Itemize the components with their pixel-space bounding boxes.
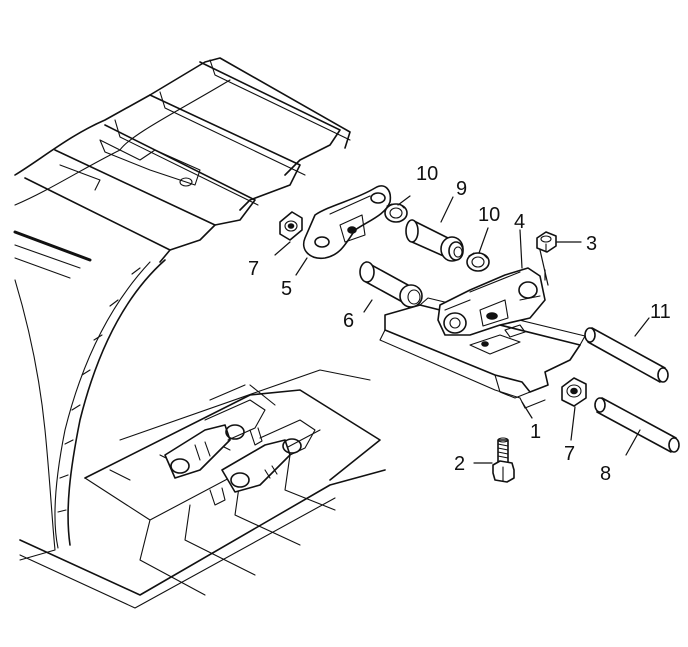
track-assembly-drawing [13,57,386,609]
callout-1: 1 [530,421,541,443]
callout-6: 6 [343,310,354,332]
part-3-nut [536,231,557,253]
callout-8: 8 [600,463,611,485]
leader-lines [274,195,650,464]
callout-11: 11 [650,301,671,323]
callout-5: 5 [281,278,292,300]
part-9-bushing [405,219,464,262]
part-5-link-plate [303,185,392,260]
callout-9: 9 [456,178,467,200]
callout-3: 3 [586,233,597,255]
part-6-pin [359,261,423,308]
part-8-pin [594,397,680,453]
part-2-bolt [492,437,515,483]
callout-2: 2 [454,453,465,475]
callout-7-upper: 7 [248,258,259,280]
callout-10-upper: 10 [416,163,438,185]
part-10-seal-upper [384,203,408,223]
callout-7-lower: 7 [564,443,575,465]
callout-labels: 7 5 10 9 10 4 3 6 11 1 7 8 2 [248,163,671,485]
callout-10-lower: 10 [478,204,500,226]
part-7-nut-lower [561,377,587,407]
part-7-nut-upper [279,211,303,241]
part-10-seal-lower [466,252,490,272]
callout-4: 4 [514,211,525,233]
part-11-pin [584,327,669,383]
part-4-track-link [437,267,546,336]
